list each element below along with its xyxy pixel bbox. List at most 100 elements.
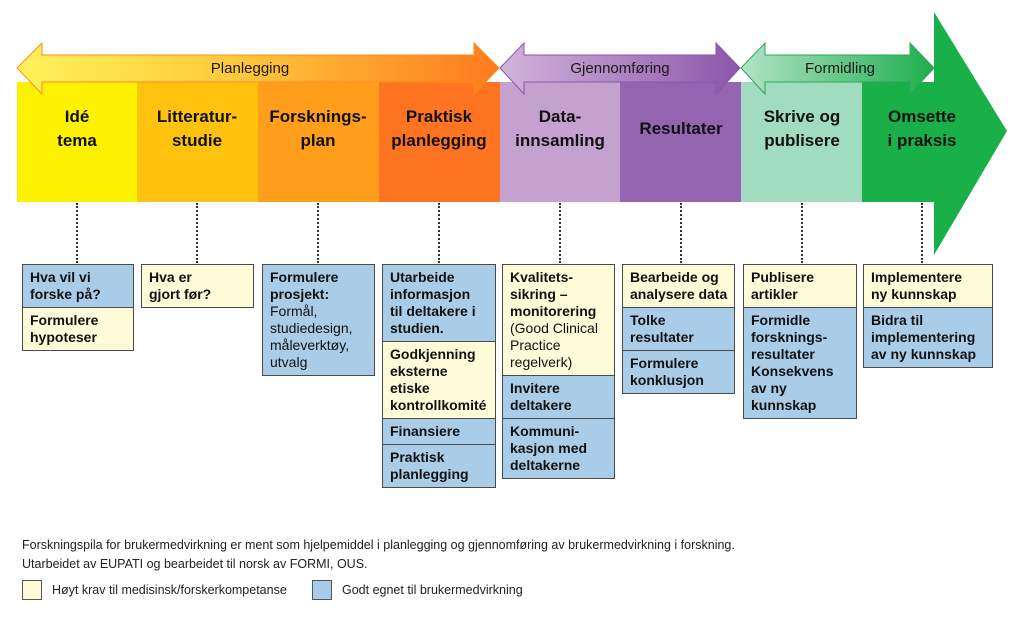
task-text-bold: Tolke <box>630 312 666 328</box>
task-text-bold: forske på? <box>30 286 101 302</box>
legend-swatch-blue <box>312 580 332 600</box>
task-text-bold: av ny kunnskap <box>871 346 977 362</box>
task-text-bold: studien. <box>390 320 444 336</box>
legend-label-yellow: Høyt krav til medisinsk/forskerkompetans… <box>52 583 287 597</box>
task-text-bold: monitorering <box>510 303 597 319</box>
stage-label-line: Idé <box>64 107 90 126</box>
task-text-bold: analysere data <box>630 286 728 302</box>
stage-label-line: plan <box>300 131 336 150</box>
task-text: Practice <box>510 337 561 353</box>
legend-label-blue: Godt egnet til brukermedvirkning <box>342 583 523 597</box>
task-text-bold: Implementere <box>871 269 963 285</box>
task-text-bold: Kommuni- <box>510 423 580 439</box>
stage-label-line: Resultater <box>639 119 723 138</box>
stage-band-1 <box>17 82 138 202</box>
connector-line-8 <box>921 203 923 263</box>
task-text-bold: Invitere <box>510 380 560 396</box>
stage-label-6: Resultater <box>621 117 741 141</box>
connector-line-1 <box>76 203 78 263</box>
task-text-bold: Formulere <box>270 269 339 285</box>
task-text-bold: sikring – <box>510 286 568 302</box>
stage-label-line: Praktisk <box>405 107 473 126</box>
task-text-bold: kunnskap <box>751 397 817 413</box>
task-box: Finansiere <box>382 419 496 445</box>
task-text: studiedesign, <box>270 320 353 336</box>
task-text-bold: Finansiere <box>390 423 461 439</box>
task-text-bold: Publisere <box>751 269 815 285</box>
task-text-bold: Formulere <box>30 312 99 328</box>
task-text-bold: Godkjenning <box>390 346 476 362</box>
task-text-bold: deltakere <box>510 397 572 413</box>
phase-label-planlegging: Planlegging <box>210 60 290 77</box>
task-text-bold: konklusjon <box>630 372 704 388</box>
task-text-bold: Bearbeide og <box>630 269 719 285</box>
task-text-bold: kasjon med <box>510 440 588 456</box>
stage-band-6 <box>620 82 742 202</box>
task-text-bold: forsknings- <box>751 329 828 345</box>
stage-label-2: Litteratur-studie <box>137 105 257 153</box>
task-text: regelverk) <box>510 354 573 370</box>
connector-line-6 <box>680 203 682 263</box>
stage-label-3: Forsknings-plan <box>258 105 378 153</box>
task-text-bold: eksterne <box>390 363 448 379</box>
phase-arrow-gjennomforing <box>499 41 741 96</box>
stage-band-7 <box>741 82 863 202</box>
task-text-bold: Konsekvens <box>751 363 834 379</box>
task-text-bold: Praktisk <box>390 449 445 465</box>
task-text-bold: implementering <box>871 329 976 345</box>
task-text-bold: Utarbeide <box>390 269 455 285</box>
stage-label-4: Praktisk planlegging <box>379 105 499 153</box>
stage-band-2 <box>137 82 259 202</box>
stage-label-line: planlegging <box>391 131 487 150</box>
stage-label-line: innsamling <box>515 131 605 150</box>
connector-line-5 <box>559 203 561 263</box>
task-text-bold: av ny <box>751 380 787 396</box>
task-text-bold: kontrollkomité <box>390 397 487 413</box>
task-text-bold: Bidra til <box>871 312 924 328</box>
task-text-bold: planlegging <box>390 466 469 482</box>
task-text-bold: prosjekt: <box>270 286 330 302</box>
task-text-bold: artikler <box>751 286 798 302</box>
task-text-bold: ny kunnskap <box>871 286 957 302</box>
task-text-bold: Kvalitets- <box>510 269 574 285</box>
connector-line-4 <box>438 203 440 263</box>
legend-swatch-yellow <box>22 580 42 600</box>
footnote-line-2: Utarbeidet av EUPATI og bearbeidet til n… <box>22 557 368 571</box>
task-text: Formål, <box>270 303 318 319</box>
task-text-bold: Formulere <box>630 355 699 371</box>
connector-line-3 <box>317 203 319 263</box>
stage-band-8-big-arrow <box>862 12 1007 255</box>
task-text-bold: Hva vil vi <box>30 269 91 285</box>
stage-band-4 <box>379 82 501 202</box>
task-text-bold: hypoteser <box>30 329 97 345</box>
stage-label-line: studie <box>171 131 223 150</box>
phase-arrow-formidling <box>740 41 935 96</box>
task-text-bold: resultater <box>751 346 815 362</box>
stage-label-line: Data- <box>538 107 582 126</box>
stage-label-line: Omsette <box>887 107 957 126</box>
task-text-bold: gjort før? <box>149 286 212 302</box>
task-text-bold: etiske <box>390 380 430 396</box>
stage-label-line: Litteratur- <box>156 107 238 126</box>
task-box: Kvalitets-sikring –monitorering(Good Cli… <box>502 264 615 376</box>
